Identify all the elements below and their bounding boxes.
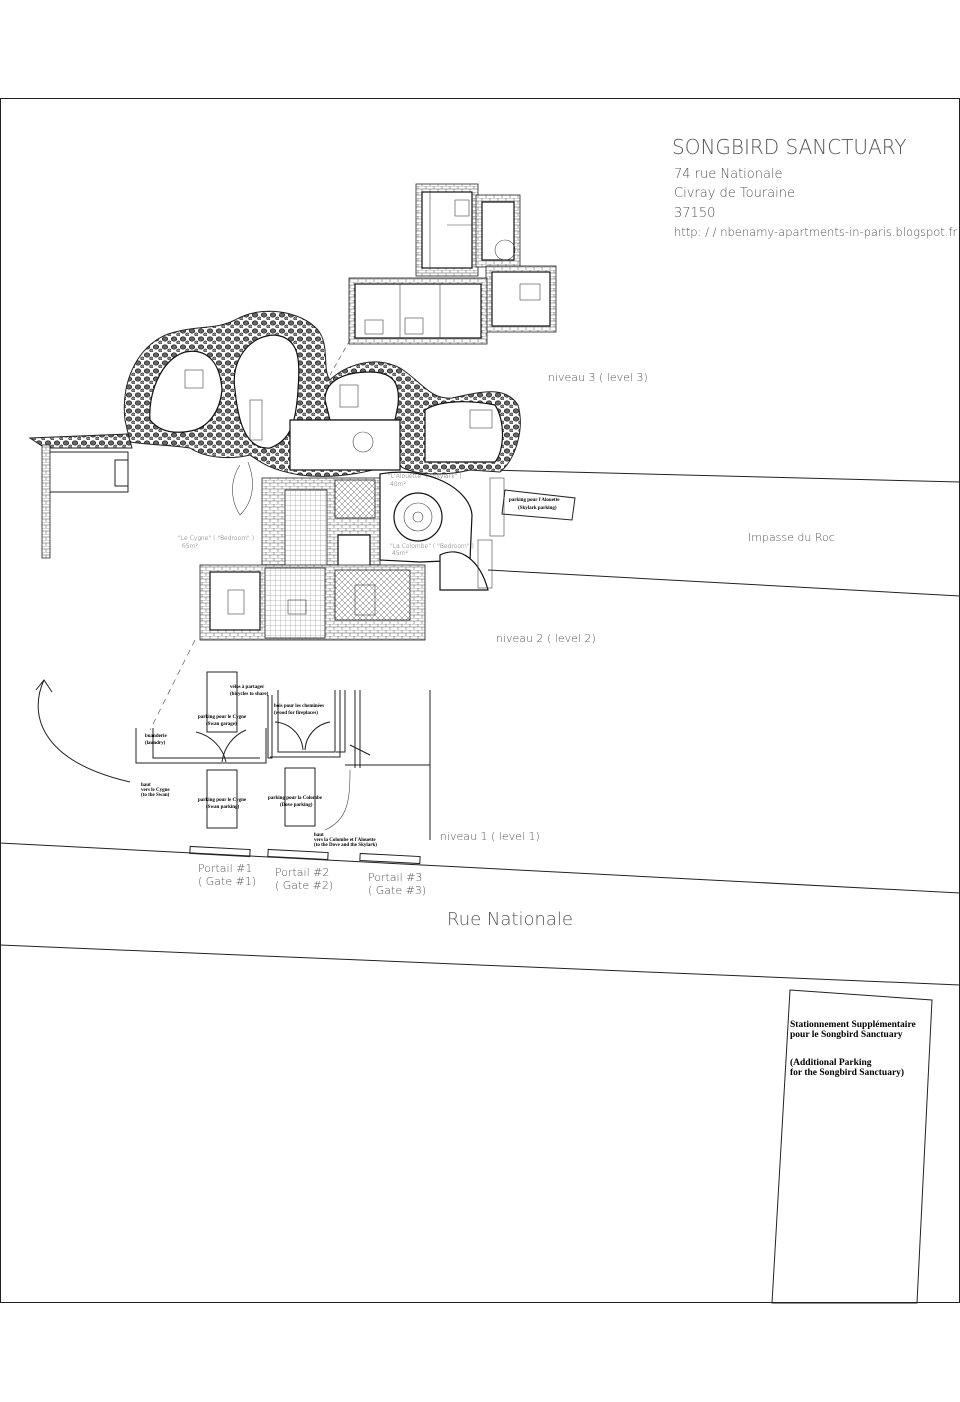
svg-text:(bicycles to share): (bicycles to share)	[230, 692, 269, 697]
blog-url: http: / / nbenamy-apartments-in-paris.bl…	[674, 225, 958, 239]
gate-1	[189, 845, 251, 858]
level-3-floorplan	[348, 183, 557, 345]
room-area-colombe: 45m²	[392, 550, 408, 557]
address-postcode: 37150	[674, 206, 715, 221]
svg-text:Stationnement Supplémentaire: Stationnement Supplémentaire	[790, 1020, 916, 1030]
impasse-du-roc-road	[487, 469, 960, 597]
impasse-du-roc-label: Impasse du Roc	[748, 531, 835, 544]
svg-text:parking pour le Cygne: parking pour le Cygne	[198, 798, 247, 803]
gate-2	[267, 848, 329, 861]
title-block: SONGBIRD SANCTUARY 74 rue Nationale Civr…	[672, 135, 958, 239]
gate-2-label: Portail #2	[275, 866, 329, 879]
svg-text:vélos à partager: vélos à partager	[230, 685, 265, 690]
svg-text:parking pour le Cygne: parking pour le Cygne	[198, 715, 247, 720]
level-1-floorplan	[35, 671, 431, 865]
additional-parking-lot	[771, 989, 933, 1304]
gate-2-sub: ( Gate #2)	[275, 879, 333, 892]
svg-text:(wood for fireplaces): (wood for fireplaces)	[274, 711, 318, 716]
room-label-cygne: "Le Cygne" ( "Bedroom" )	[178, 535, 254, 542]
skylark-parking-box	[501, 489, 576, 521]
svg-text:(to the Dove and the Skylark): (to the Dove and the Skylark)	[314, 843, 377, 848]
svg-text:(Dove parking): (Dove parking)	[280, 803, 313, 808]
up-arrow-icon	[35, 679, 131, 783]
svg-text:parking pour la Colombe: parking pour la Colombe	[268, 796, 323, 801]
room-area-alouette: 40m²	[390, 481, 406, 488]
svg-text:vers le Cygne: vers le Cygne	[141, 788, 170, 793]
address-town: Civray de Touraine	[674, 186, 795, 201]
address-street: 74 rue Nationale	[674, 167, 783, 182]
rue-nationale-label: Rue Nationale	[447, 909, 573, 930]
rue-nationale-road	[0, 842, 960, 986]
level-2-floorplan	[28, 310, 521, 641]
level-1-label: niveau 1 ( level 1)	[440, 830, 540, 843]
gate-3-sub: ( Gate #3)	[368, 884, 426, 897]
room-label-colombe: "La Colombe" ( "Bedroom" )	[390, 543, 474, 550]
svg-text:for the Songbird Sanctuary): for the Songbird Sanctuary)	[790, 1067, 904, 1078]
gate-1-label: Portail #1	[198, 862, 252, 875]
level-link-line	[329, 339, 351, 376]
svg-text:(Swan garage): (Swan garage)	[206, 722, 237, 727]
gate-1-sub: ( Gate #1)	[198, 875, 256, 888]
svg-text:(to the Swan): (to the Swan)	[141, 793, 170, 798]
room-label-alouette: "L'Alouette" ( "Skylark" )	[388, 473, 462, 480]
svg-text:haut: haut	[314, 833, 324, 838]
level-2-label: niveau 2 ( level 2)	[496, 632, 596, 645]
svg-text:(laundry): (laundry)	[145, 741, 166, 746]
gate-3	[359, 852, 421, 865]
gate-3-label: Portail #3	[368, 871, 422, 884]
svg-text:(Swan parking): (Swan parking)	[206, 805, 240, 810]
parking-labels: parking pour l'Alouette (Skylark parking…	[141, 498, 560, 848]
svg-text:(Skylark parking): (Skylark parking)	[518, 506, 557, 511]
svg-text:haut: haut	[141, 783, 151, 788]
level-link-line	[149, 639, 196, 731]
svg-text:(Additional Parking: (Additional Parking	[790, 1057, 872, 1068]
svg-text:parking pour l'Alouette: parking pour l'Alouette	[509, 498, 560, 503]
svg-text:pour le Songbird Sanctuary: pour le Songbird Sanctuary	[790, 1030, 903, 1040]
svg-text:bois pour les cheminées: bois pour les cheminées	[274, 704, 324, 709]
additional-parking-label: Stationnement Supplémentaire pour le Son…	[790, 1020, 916, 1078]
svg-text:vers la Colombe et l'Alouette: vers la Colombe et l'Alouette	[314, 838, 376, 843]
level-3-label: niveau 3 ( level 3)	[548, 371, 648, 384]
project-title: SONGBIRD SANCTUARY	[672, 135, 907, 159]
svg-text:buanderie: buanderie	[145, 734, 167, 739]
room-area-cygne: 65m²	[182, 543, 198, 550]
